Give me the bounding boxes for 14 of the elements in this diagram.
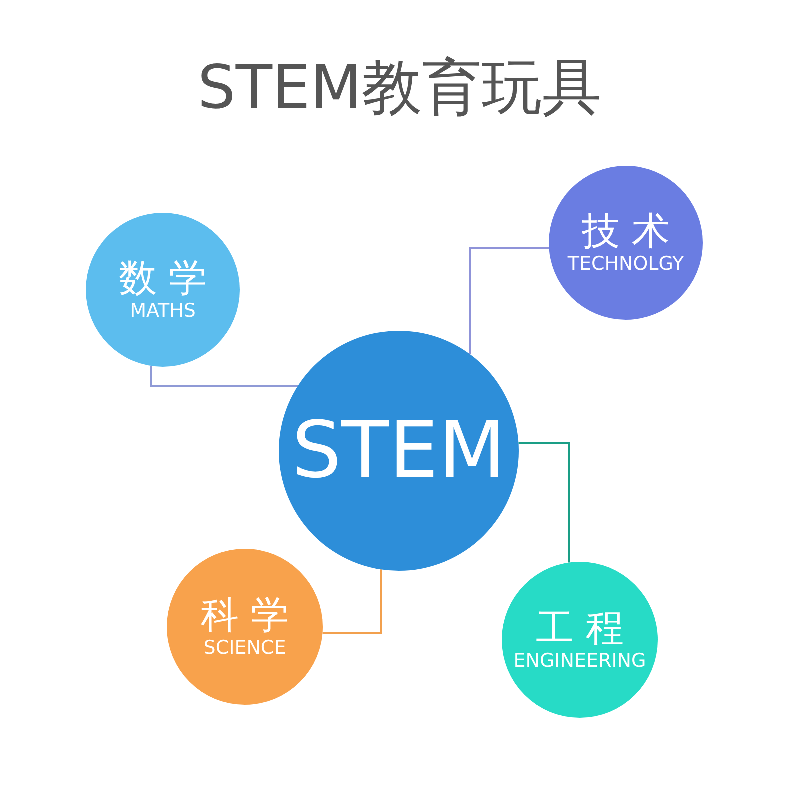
english-label: SCIENCE <box>204 637 286 660</box>
chinese-label: 工程 <box>536 606 636 650</box>
english-label: MATHS <box>130 300 196 324</box>
chinese-label: 科学 <box>201 594 301 638</box>
title: STEM教育玩具 <box>196 52 604 125</box>
node-label: STEM <box>292 412 506 490</box>
english-label: ENGINEERING <box>514 650 646 674</box>
english-label: TECHNOLGY <box>568 253 684 276</box>
connector-line <box>518 442 570 563</box>
connector-line <box>322 570 382 634</box>
connector-line <box>469 247 550 354</box>
chinese-label: 数学 <box>119 256 219 300</box>
connector-line <box>150 366 298 387</box>
chinese-label: 技术 <box>582 210 682 254</box>
